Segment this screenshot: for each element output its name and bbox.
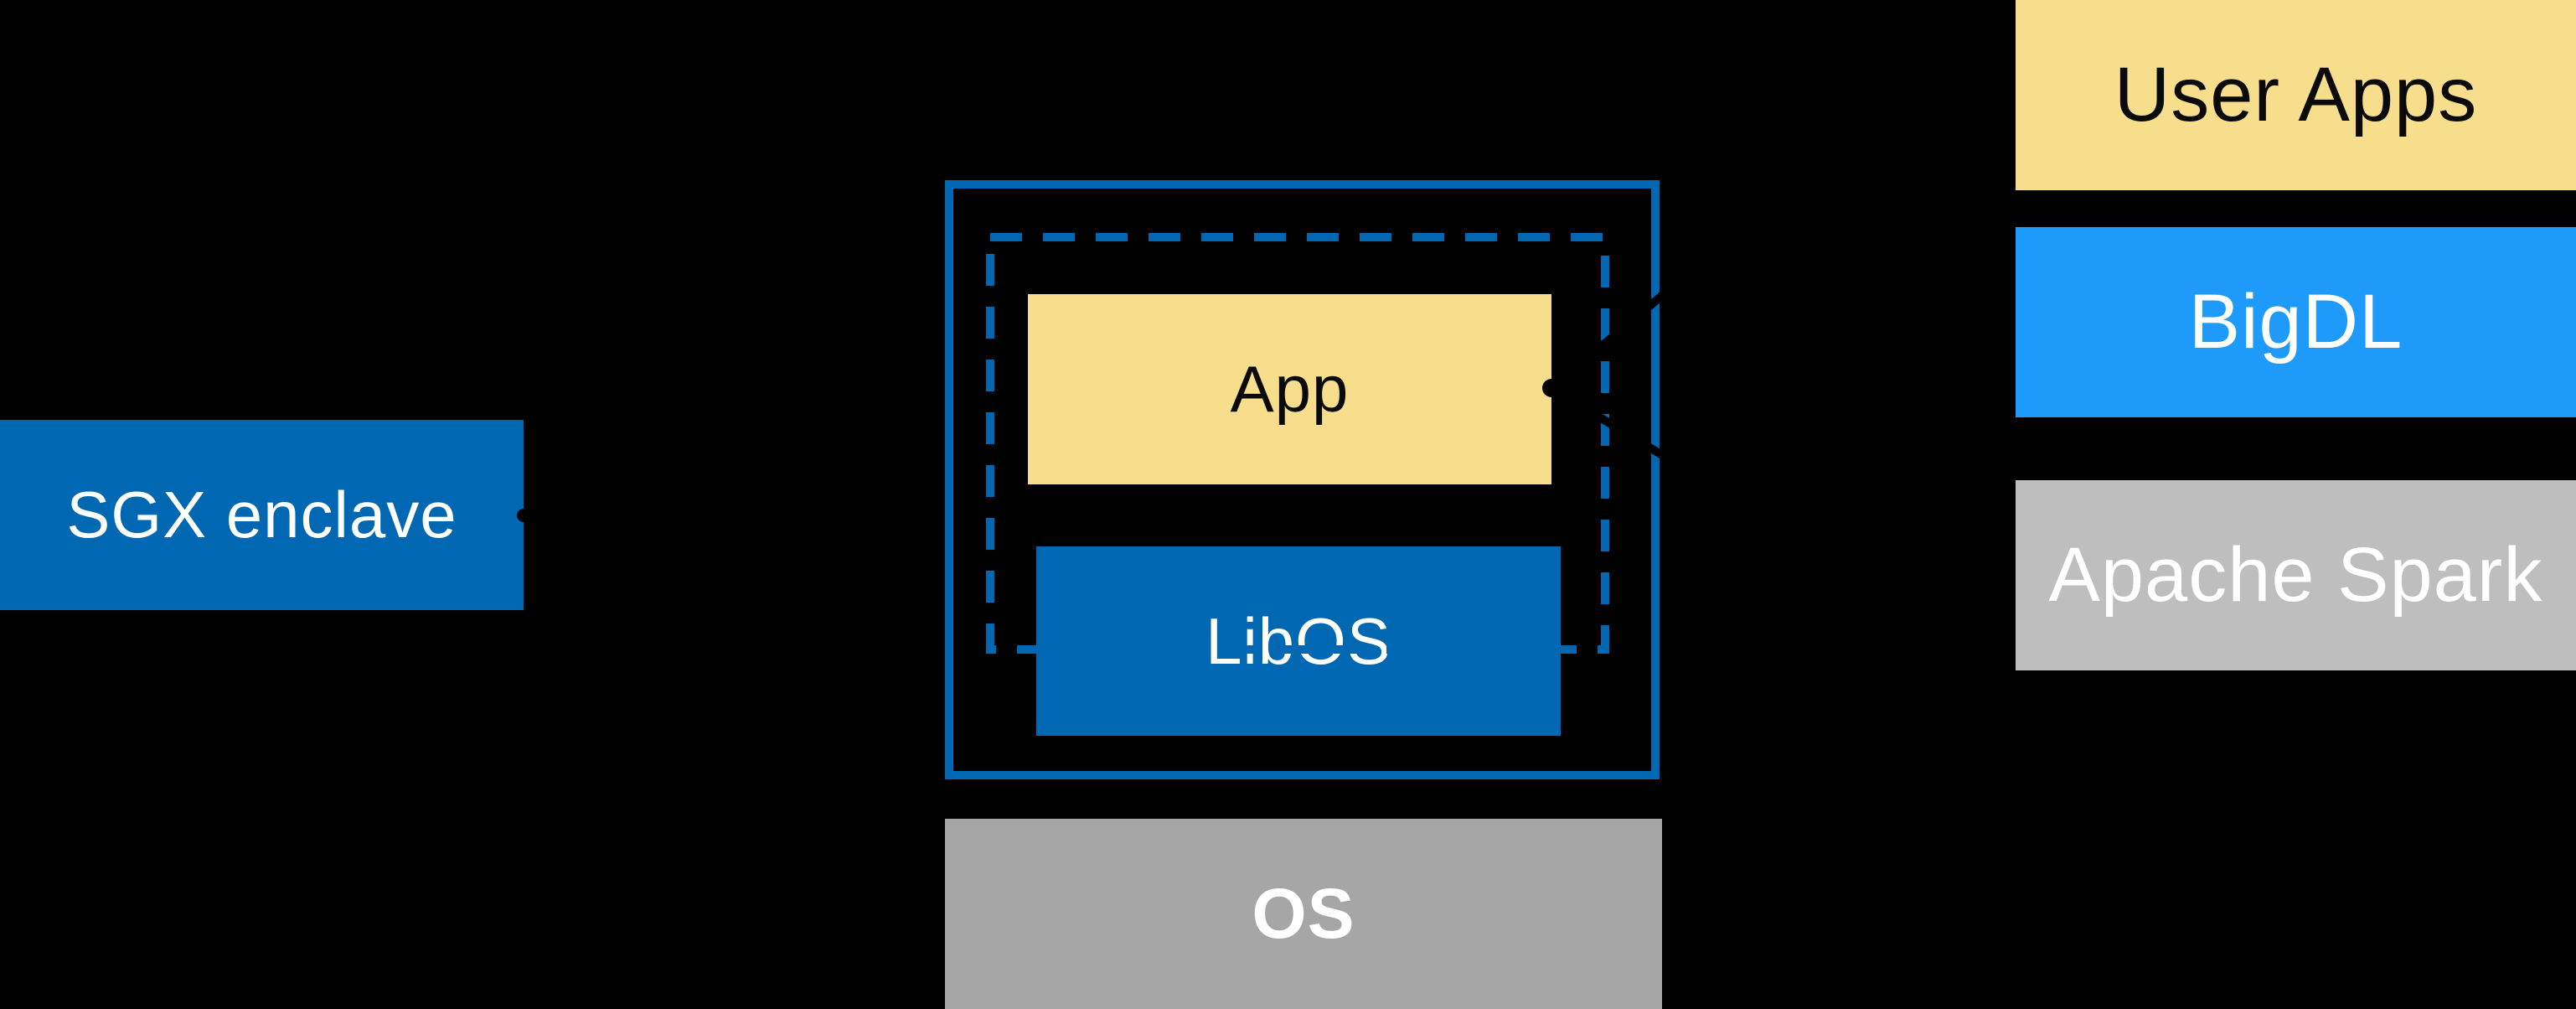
app-label: App: [1230, 352, 1350, 426]
user-apps-box: User Apps: [2016, 0, 2576, 190]
apache-spark-label: Apache Spark: [2048, 532, 2543, 618]
os-box: OS: [945, 819, 1662, 1009]
libos-box: LibOS: [1036, 546, 1561, 736]
sgx-enclave-label: SGX enclave: [66, 478, 457, 551]
app-box: App: [1028, 294, 1551, 484]
sgx-enclave-box: SGX enclave: [0, 420, 524, 610]
bigdl-box: BigDL: [2016, 227, 2576, 417]
libos-label: LibOS: [1205, 603, 1391, 678]
bigdl-label: BigDL: [2188, 279, 2403, 365]
apache-spark-box: Apache Spark: [2016, 480, 2576, 670]
user-apps-label: User Apps: [2114, 52, 2478, 137]
os-label: OS: [1252, 874, 1355, 953]
